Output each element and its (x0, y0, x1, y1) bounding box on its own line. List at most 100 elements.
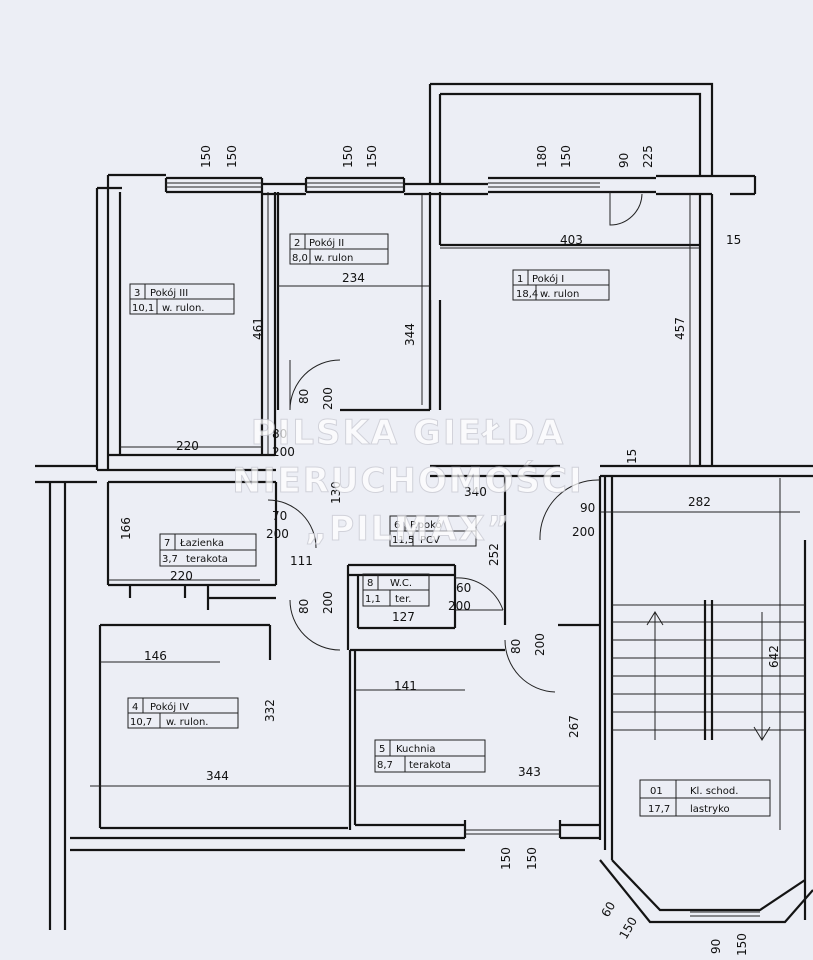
room-1-name: Pokój I (532, 273, 564, 285)
dim-80c: 80 (297, 599, 311, 614)
room-2-no: 2 (294, 238, 300, 249)
room-2-label: 2 Pokój II 8,0 w. rulon (289, 233, 389, 265)
dim-282: 282 (688, 495, 711, 509)
dim-457: 457 (673, 317, 687, 340)
room-6-no: 6 (394, 520, 400, 531)
room-8-floor: ter. (395, 594, 411, 605)
room-3-name: Pokój III (150, 287, 188, 299)
watermark-line2: NIERUCHOMOŚCI (232, 460, 583, 501)
dim-w150g: 150 (525, 847, 539, 870)
room-6-floor: PCV (420, 535, 440, 546)
dim-200d: 200 (572, 525, 595, 539)
watermark: PILSKA GIEŁDA NIERUCHOMOŚCI „PILMAX” (232, 413, 583, 550)
room-1-label: 1 Pokój I 18,4 w. rulon (512, 269, 610, 301)
room-3-area: 10,1 (132, 303, 154, 314)
dim-200c: 200 (266, 527, 289, 541)
room-5-no: 5 (379, 744, 385, 755)
dim-340: 340 (464, 485, 487, 499)
dim-15a: 15 (726, 233, 741, 247)
room-7-name: Łazienka (179, 538, 224, 549)
room-2-floor: w. rulon (314, 253, 353, 264)
dim-166: 166 (119, 517, 133, 540)
dim-w150f: 150 (499, 847, 513, 870)
dim-200e: 200 (448, 599, 471, 613)
dim-w150a: 150 (199, 145, 213, 168)
dim-w90b: 90 (709, 939, 723, 954)
windows (166, 182, 760, 917)
dim-403: 403 (560, 233, 583, 247)
dim-146: 146 (144, 649, 167, 663)
dim-w150i: 150 (735, 933, 749, 956)
room-1-floor: w. rulon (540, 289, 579, 300)
dim-344h: 344 (206, 769, 229, 783)
room-01-label: 01 Kl. schod. 17,7 lastryko (639, 779, 771, 817)
room-5-area: 8,7 (377, 760, 393, 771)
watermark-line3: „PILMAX” (305, 509, 511, 549)
dim-130: 130 (329, 481, 343, 504)
dim-200b: 200 (272, 445, 295, 459)
dim-w150d: 150 (365, 145, 379, 168)
dim-w225: 225 (641, 145, 655, 168)
room-8-label: 8 W.C. 1,1 ter. (362, 573, 430, 607)
room-5-name: Kuchnia (396, 744, 435, 755)
dim-80b: 80 (272, 427, 287, 441)
dim-70: 70 (272, 509, 287, 523)
dim-642: 642 (767, 645, 781, 668)
room-01-area: 17,7 (648, 804, 670, 815)
room-3-no: 3 (134, 288, 140, 299)
dim-200g: 200 (533, 633, 547, 656)
dim-141: 141 (394, 679, 417, 693)
dim-w180: 180 (535, 145, 549, 168)
dim-80a: 80 (297, 389, 311, 404)
room-8-area: 1,1 (365, 594, 381, 605)
room-01-no: 01 (650, 786, 663, 797)
room-4-name: Pokój IV (150, 701, 189, 713)
dim-15b: 15 (625, 449, 639, 464)
room-7-floor: terakota (186, 554, 228, 565)
dim-220a: 220 (176, 439, 199, 453)
room-3-label: 3 Pokój III 10,1 w. rulon. (129, 283, 235, 315)
room-4-no: 4 (132, 702, 138, 713)
dim-332: 332 (263, 699, 277, 722)
dim-127: 127 (392, 610, 415, 624)
dim-252: 252 (487, 543, 501, 566)
room-6-area: 11,5 (392, 535, 414, 546)
room-7-area: 3,7 (162, 554, 178, 565)
room-8-no: 8 (367, 578, 373, 589)
dim-220b: 220 (170, 569, 193, 583)
dim-w90: 90 (617, 153, 631, 168)
dim-w150c: 150 (341, 145, 355, 168)
dim-w60: 60 (598, 899, 618, 919)
room-01-floor: lastryko (690, 804, 730, 815)
room-6-name: P.pokó (410, 519, 442, 531)
room-01-name: Kl. schod. (690, 786, 738, 797)
dim-343: 343 (518, 765, 541, 779)
room-2-area: 8,0 (292, 253, 308, 264)
dim-344v: 344 (403, 323, 417, 346)
dim-267: 267 (567, 715, 581, 738)
dim-111: 111 (290, 554, 313, 568)
room-5-label: 5 Kuchnia 8,7 terakota (374, 739, 486, 773)
dim-90: 90 (580, 501, 595, 515)
room-6-label: 6 P.pokó 11,5 PCV (389, 515, 477, 547)
dim-461: 461 (251, 317, 265, 340)
room-8-name: W.C. (390, 578, 412, 589)
room-4-label: 4 Pokój IV 10,7 w. rulon. (127, 697, 239, 729)
dim-200a: 200 (321, 387, 335, 410)
watermark-line1: PILSKA GIEŁDA (251, 413, 565, 453)
dim-60: 60 (456, 581, 471, 595)
doors (267, 192, 643, 693)
stairs (612, 600, 805, 741)
room-3-floor: w. rulon. (162, 303, 204, 314)
room-5-floor: terakota (409, 760, 451, 771)
room-1-area: 18,4 (516, 289, 538, 300)
room-7-no: 7 (164, 538, 170, 549)
dim-w150h: 150 (616, 915, 640, 942)
room-4-area: 10,7 (130, 717, 152, 728)
dim-w150b: 150 (225, 145, 239, 168)
dim-234: 234 (342, 271, 365, 285)
dim-200f: 200 (321, 591, 335, 614)
dimension-texts: 150 150 150 150 180 150 90 225 403 15 23… (119, 145, 781, 956)
room-4-floor: w. rulon. (166, 717, 208, 728)
